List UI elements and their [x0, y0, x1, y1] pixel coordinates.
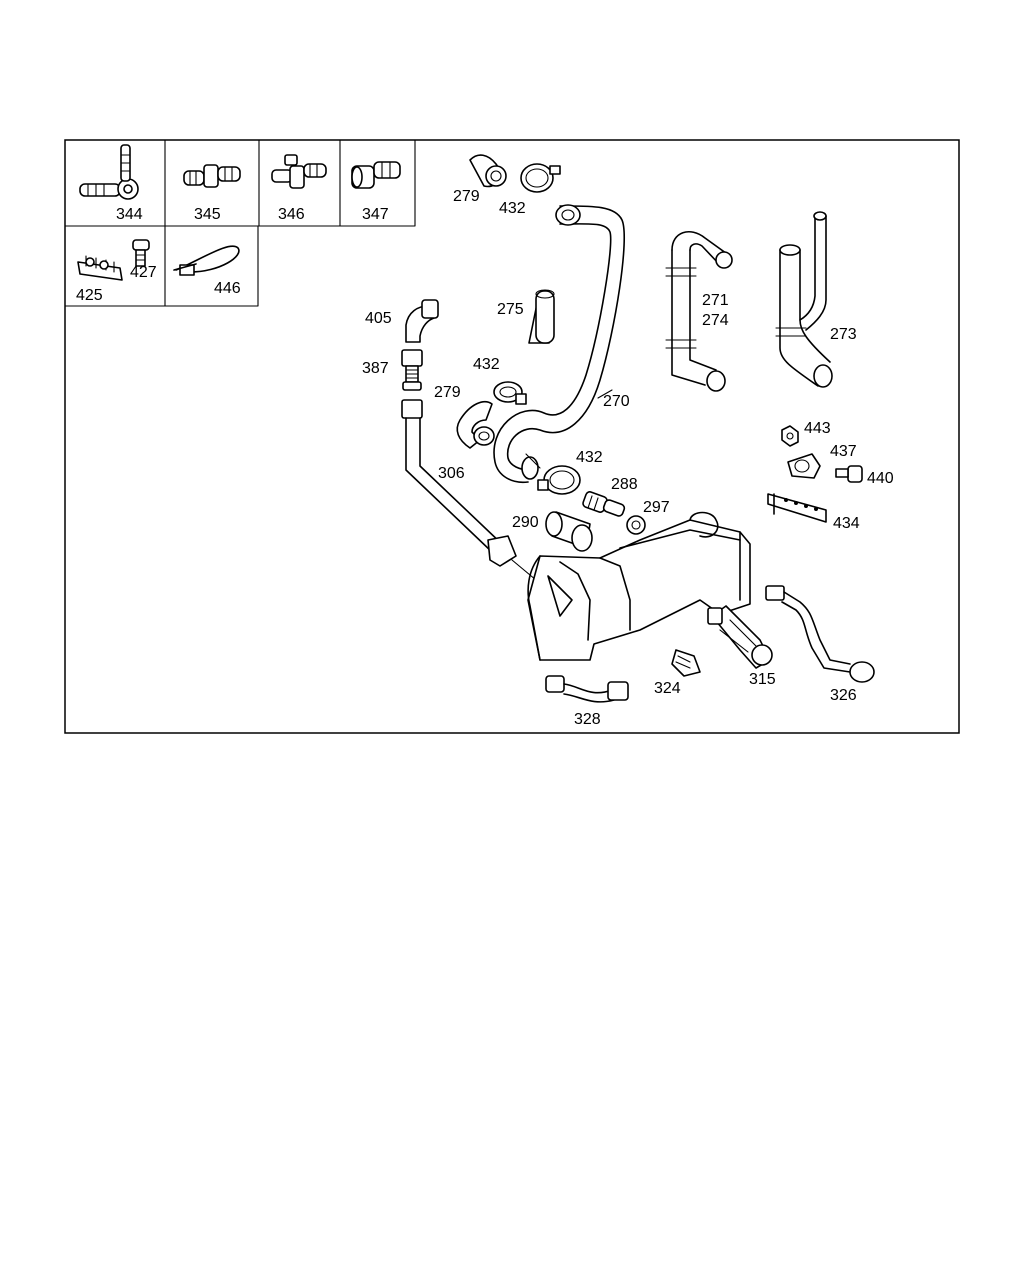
leader-lines — [525, 389, 613, 469]
part-443-icon — [781, 425, 799, 447]
part-387-icon — [401, 349, 423, 391]
label-290: 290 — [512, 514, 539, 531]
label-432-low: 432 — [576, 449, 603, 466]
label-432-mid: 432 — [473, 356, 500, 373]
part-279-top-icon — [469, 154, 507, 188]
part-279-low-icon — [456, 400, 495, 449]
part-328-icon — [545, 675, 629, 703]
label-345: 345 — [194, 206, 221, 223]
part-315-icon — [707, 605, 773, 669]
diagram-frame — [64, 139, 960, 734]
part-432-mid-icon — [493, 381, 527, 405]
part-326-icon — [765, 585, 875, 683]
label-306: 306 — [438, 465, 465, 482]
part-297-icon — [626, 515, 646, 535]
label-344: 344 — [116, 206, 143, 223]
part-270-icon — [493, 204, 625, 484]
part-437-icon — [787, 453, 821, 479]
label-275: 275 — [497, 301, 524, 318]
label-443: 443 — [804, 420, 831, 437]
part-432-top-icon — [520, 163, 561, 193]
label-440: 440 — [867, 470, 894, 487]
part-344-icon — [79, 144, 139, 200]
part-271-274-icon — [665, 230, 733, 392]
part-273-icon — [775, 211, 833, 388]
label-315: 315 — [749, 671, 776, 688]
part-346-icon — [271, 154, 327, 189]
inset-grid — [64, 139, 416, 307]
label-288: 288 — [611, 476, 638, 493]
part-434-icon — [767, 493, 827, 523]
part-290-icon — [545, 511, 593, 552]
label-273: 273 — [830, 326, 857, 343]
label-279-top: 279 — [453, 188, 480, 205]
part-324-icon — [671, 649, 701, 677]
part-347-icon — [351, 161, 401, 189]
label-274: 274 — [702, 312, 729, 329]
label-387: 387 — [362, 360, 389, 377]
part-432-low-icon — [537, 465, 581, 495]
label-297: 297 — [643, 499, 670, 516]
label-324: 324 — [654, 680, 681, 697]
label-279-low: 279 — [434, 384, 461, 401]
label-434: 434 — [833, 515, 860, 532]
label-405: 405 — [365, 310, 392, 327]
label-326: 326 — [830, 687, 857, 704]
part-306-icon — [401, 399, 537, 581]
label-328: 328 — [574, 711, 601, 728]
label-432-top: 432 — [499, 200, 526, 217]
part-288-icon — [582, 491, 626, 517]
label-425: 425 — [76, 287, 103, 304]
label-437: 437 — [830, 443, 857, 460]
part-446-icon — [173, 245, 240, 276]
label-271: 271 — [702, 292, 729, 309]
label-427: 427 — [130, 264, 157, 281]
label-347: 347 — [362, 206, 389, 223]
part-405-icon — [405, 299, 439, 343]
part-275-icon — [528, 289, 555, 344]
label-346: 346 — [278, 206, 305, 223]
part-440-icon — [835, 465, 863, 483]
part-425-icon — [77, 255, 123, 281]
label-446: 446 — [214, 280, 241, 297]
label-270: 270 — [603, 393, 630, 410]
part-427-icon — [132, 239, 150, 267]
part-345-icon — [183, 164, 241, 188]
